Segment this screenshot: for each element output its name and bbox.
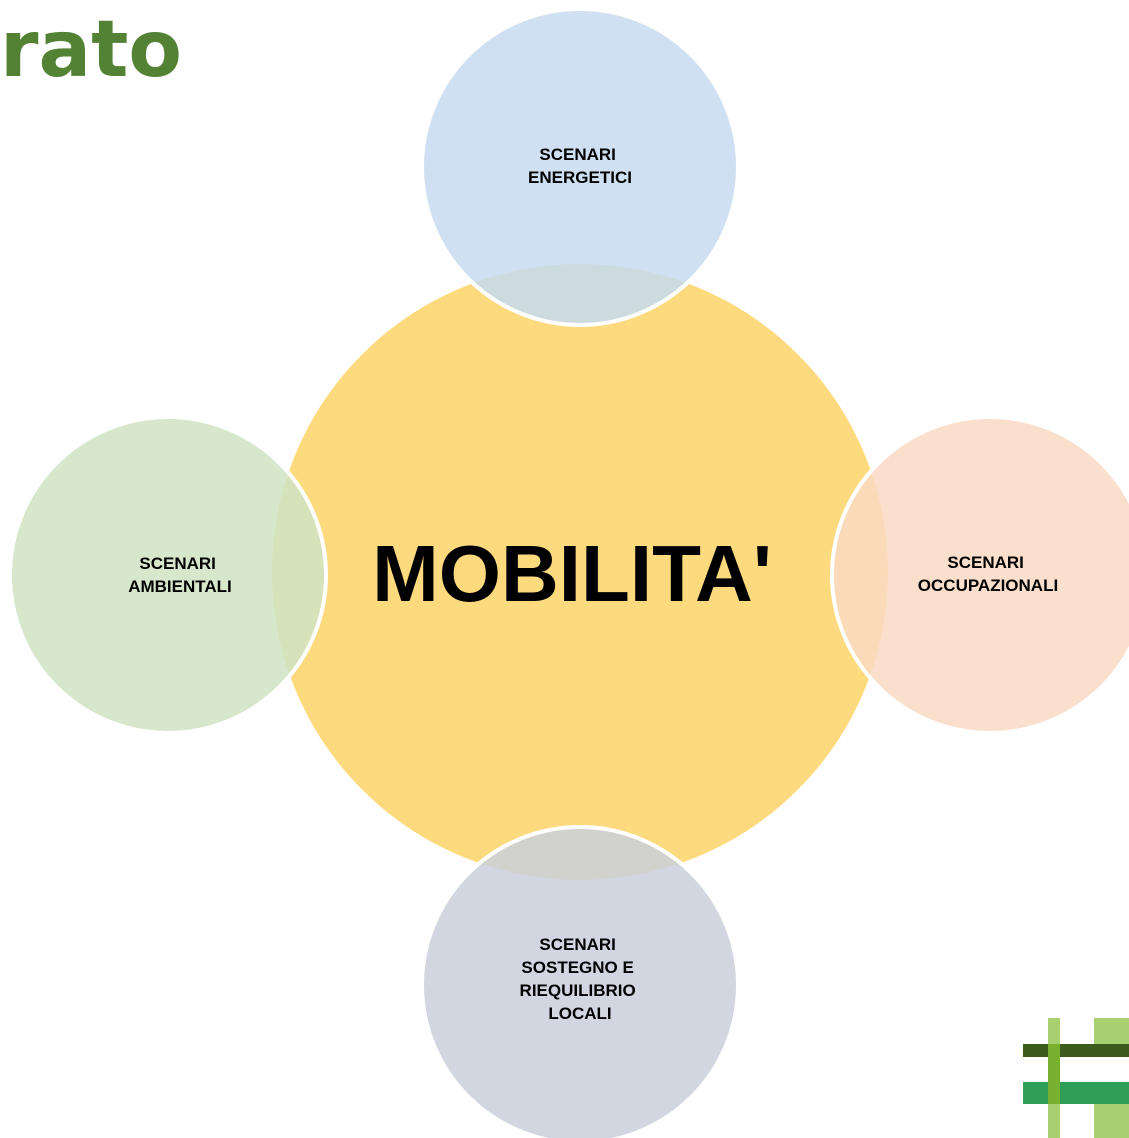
node-label-occupazionali: SCENARI OCCUPAZIONALI xyxy=(918,553,1058,595)
node-circle-sostegno xyxy=(420,825,740,1138)
node-circle-energetici xyxy=(420,7,740,327)
node-label-ambientali: SCENARI AMBIENTALI xyxy=(128,554,232,596)
node-label-sostegno: SCENARI SOSTEGNO E RIEQUILIBRIO LOCALI xyxy=(520,935,641,1023)
logo-icon xyxy=(1023,1018,1129,1138)
page-title-fragment: rato xyxy=(0,5,182,95)
center-label: MOBILITA' xyxy=(372,529,772,618)
node-label-energetici: SCENARI ENERGETICI xyxy=(528,145,632,187)
node-circle-ambientali xyxy=(8,415,328,735)
node-circle-occupazionali xyxy=(830,415,1129,735)
